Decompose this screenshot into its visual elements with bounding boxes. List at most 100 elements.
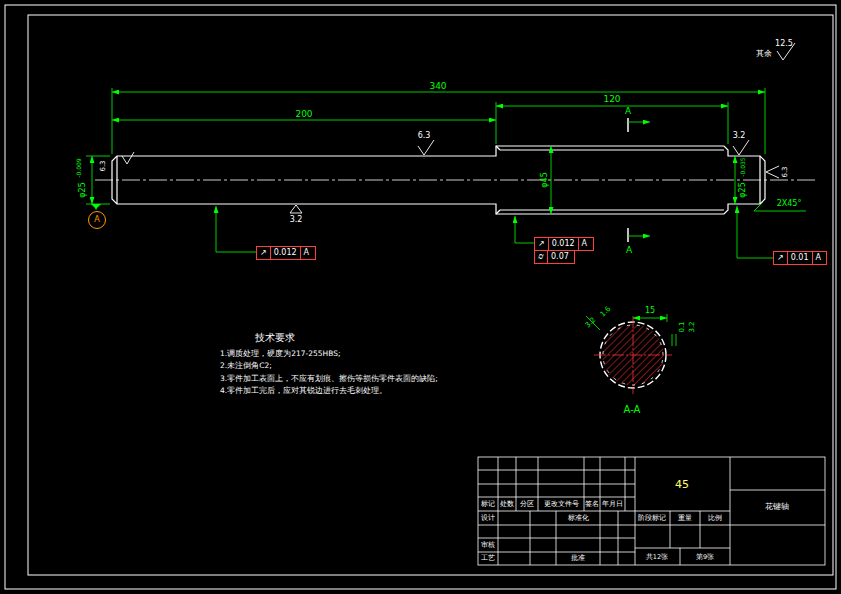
frame-symbol: ↗ [257, 247, 270, 259]
dimension-lines [765, 88, 766, 154]
view-arrows [628, 122, 650, 123]
dimension-lines [92, 156, 93, 204]
section-view [633, 318, 667, 319]
title-block [700, 511, 701, 548]
table-cell: 标记 [481, 501, 495, 508]
dimension-lines [496, 102, 497, 144]
title-block [538, 457, 539, 511]
dimension-lines [216, 206, 256, 252]
sheet-border [5, 5, 836, 589]
title-block [478, 457, 825, 565]
section-view [633, 316, 634, 394]
tolerance-frame: ↗0.01A [773, 251, 827, 265]
centerline [95, 180, 818, 181]
table-cell: 更改文件号 [544, 501, 579, 508]
part-name-cell: 花键轴 [765, 503, 789, 511]
title-block [478, 511, 635, 512]
table-cell: 阶段标记 [638, 515, 666, 522]
table-cell: 标准化 [568, 515, 589, 522]
view-arrows [628, 236, 650, 237]
datum-triangle [91, 204, 101, 209]
tolerance-frame: ⌭0.07 [534, 250, 575, 264]
dimension-lines [86, 156, 110, 157]
section-cut-marks [627, 228, 629, 242]
notes-heading: 技术要求 [255, 333, 295, 343]
dimension-value: 3.2 [689, 321, 696, 332]
table-cell: 处数 [500, 501, 514, 508]
roughness-symbols [733, 140, 749, 155]
title-block [635, 525, 730, 526]
title-block [478, 457, 825, 565]
datum-symbol: A [88, 211, 106, 229]
title-block [478, 552, 635, 553]
title-block [600, 457, 601, 511]
dimension-value: φ45 [541, 172, 549, 187]
roughness-symbols [290, 205, 302, 213]
title-block [618, 511, 619, 565]
section-title: A-A [624, 405, 641, 415]
title-block [516, 457, 517, 511]
dimension-value: 200 [295, 110, 312, 119]
section-cut-marks [627, 118, 629, 242]
section-cut-marks [627, 118, 629, 132]
shaft-outline [496, 146, 500, 150]
title-block [478, 484, 635, 485]
shaft-outline [500, 209, 724, 210]
table-cell: 设计 [481, 515, 495, 522]
dimension-lines [112, 88, 113, 154]
table-cell: 年月日 [602, 501, 623, 508]
note-line: 2.未注倒角C2; [220, 362, 272, 370]
table-cell: 审核 [481, 542, 495, 549]
material-cell: 45 [675, 479, 689, 490]
dimension-value: 1.6 [600, 306, 613, 319]
roughness-symbols [418, 140, 434, 155]
title-block [478, 470, 635, 471]
table-cell: 工艺 [481, 555, 495, 562]
table-cell: 批准 [571, 555, 585, 562]
table-cell: 重量 [678, 515, 692, 522]
frame-value: 0.012 [270, 247, 300, 259]
dimension-value: 340 [429, 82, 446, 91]
title-block [584, 457, 585, 511]
table-cell: 比例 [708, 515, 722, 522]
note-line: 3.零件加工表面上，不应有划痕、擦伤等损伤零件表面的缺陷; [220, 375, 438, 383]
dimension-value: φ25 [739, 182, 747, 197]
chamfer-note: 2X45° [777, 200, 802, 208]
title-block [730, 525, 825, 526]
dimension-lines [551, 146, 552, 214]
title-block [730, 490, 825, 491]
sheet-border [5, 5, 836, 589]
note-line: 1.调质处理，硬度为217-255HBS; [220, 350, 340, 358]
title-block [498, 457, 499, 511]
frame-symbol: A [94, 216, 99, 224]
dimension-lines [112, 120, 496, 121]
shaft-outline [500, 149, 724, 150]
title-block [478, 497, 635, 498]
roughness-value: 6.3 [418, 132, 431, 140]
frame-value: 0.01 [787, 252, 812, 264]
frame-symbol: ↗ [774, 252, 787, 264]
title-block [556, 511, 557, 565]
title-block [625, 457, 626, 511]
frame-value: 0.012 [548, 238, 578, 250]
section-view [586, 314, 676, 394]
roughness-value: 6.3 [782, 166, 789, 177]
section-view [676, 334, 677, 346]
frame-value: A [578, 238, 590, 250]
dimension-lines [515, 216, 534, 243]
title-block [478, 538, 635, 539]
roughness-value: 6.3 [100, 160, 107, 171]
section-view [672, 334, 673, 346]
dimension-lines [737, 206, 773, 258]
title-block [670, 511, 671, 548]
title-block [680, 548, 681, 565]
roughness-value: 12.5 [775, 40, 793, 48]
frame-value: A [300, 247, 312, 259]
roughness-symbols [122, 152, 134, 164]
section-view [586, 314, 676, 346]
tolerance-value: -0.035 [740, 157, 746, 176]
table-cell: 签名 [585, 501, 599, 508]
tolerance-frame: ↗0.012A [256, 246, 316, 260]
